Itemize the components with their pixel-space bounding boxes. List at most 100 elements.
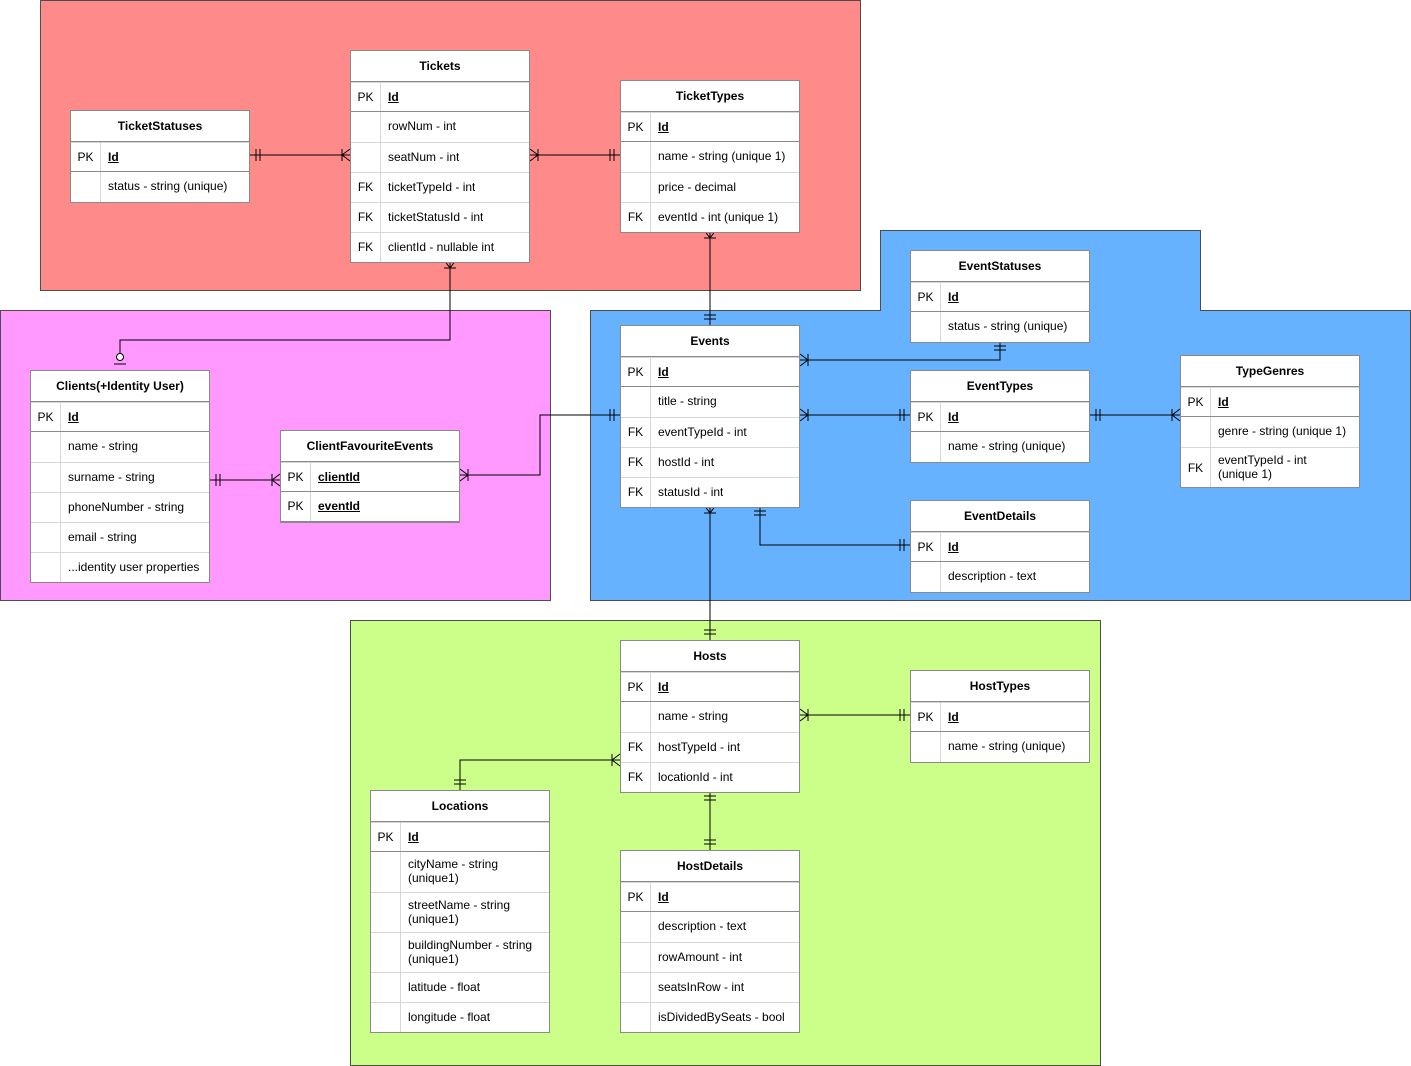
entity-title: HostDetails (621, 851, 799, 882)
entity-title: Events (621, 326, 799, 357)
key-marker (371, 893, 401, 932)
key-marker (31, 463, 61, 492)
field-name-line1: eventTypeId - int (1218, 453, 1307, 467)
field-name: ticketTypeId - int (388, 180, 476, 194)
key-marker (621, 912, 651, 942)
field-row: buildingNumber - string(unique1) (371, 932, 549, 972)
key-marker (31, 523, 61, 552)
field-name-line1: streetName - string (408, 898, 511, 912)
field-row: latitude - float (371, 972, 549, 1002)
field-name: name - string (unique 1) (658, 149, 786, 163)
entity-title: TypeGenres (1181, 356, 1359, 387)
key-marker (911, 432, 941, 462)
key-marker (31, 493, 61, 522)
key-marker: PK (911, 403, 941, 431)
field-row: title - string (621, 387, 799, 417)
field-row: FK eventTypeId - int(unique 1) (1181, 447, 1359, 487)
field-name: Id (948, 410, 959, 424)
field-name: genre - string (unique 1) (1218, 424, 1347, 438)
field-name: hostId - int (658, 455, 715, 469)
field-row: longitude - float (371, 1002, 549, 1032)
field-row: status - string (unique) (911, 312, 1089, 342)
field-name-line1: cityName - string (408, 857, 499, 871)
field-name: buildingNumber - string(unique1) (401, 933, 532, 972)
key-marker (621, 702, 651, 732)
field-row: PK Id (621, 882, 799, 912)
key-marker (1181, 417, 1211, 447)
field-row: ...identity user properties (31, 552, 209, 582)
field-name: description - text (658, 919, 747, 933)
key-marker (31, 553, 61, 582)
entity-title: Clients(+Identity User) (31, 371, 209, 402)
field-name: Id (108, 150, 119, 164)
field-name: isDividedBySeats - bool (658, 1010, 785, 1024)
field-name: Id (948, 540, 959, 554)
key-marker (31, 432, 61, 462)
field-name: Id (948, 710, 959, 724)
entity-title: EventTypes (911, 371, 1089, 402)
key-marker: FK (621, 478, 651, 507)
field-row: seatsInRow - int (621, 972, 799, 1002)
field-name: phoneNumber - string (68, 500, 185, 514)
field-row: email - string (31, 522, 209, 552)
key-marker (621, 1003, 651, 1032)
key-marker: FK (621, 763, 651, 792)
key-marker (371, 973, 401, 1002)
key-marker (371, 1003, 401, 1032)
field-name: hostTypeId - int (658, 740, 741, 754)
key-marker (71, 172, 101, 202)
field-name: seatNum - int (388, 150, 460, 164)
field-name: email - string (68, 530, 137, 544)
field-row: PK Id (911, 702, 1089, 732)
key-marker: PK (911, 703, 941, 731)
field-name: Id (388, 90, 399, 104)
key-marker (371, 933, 401, 972)
field-name: cityName - string(unique1) (401, 852, 498, 892)
field-name: Id (1218, 395, 1229, 409)
field-name: Id (658, 365, 669, 379)
field-name: ...identity user properties (68, 560, 200, 574)
key-marker: FK (621, 203, 651, 232)
key-marker: FK (1181, 448, 1211, 487)
key-marker: PK (371, 823, 401, 851)
entity-title: EventDetails (911, 501, 1089, 532)
key-marker (621, 142, 651, 172)
key-marker: PK (31, 403, 61, 431)
key-marker (621, 973, 651, 1002)
field-name: status - string (unique) (108, 179, 228, 193)
key-marker (911, 312, 941, 342)
field-name-line2: (unique 1) (1218, 467, 1273, 481)
key-marker: FK (351, 173, 381, 202)
field-row: genre - string (unique 1) (1181, 417, 1359, 447)
entity-title: TicketStatuses (71, 111, 249, 142)
field-name: Id (658, 890, 669, 904)
field-row: cityName - string(unique1) (371, 852, 549, 892)
key-marker: PK (71, 143, 101, 171)
key-marker: PK (621, 883, 651, 911)
entity-title: Tickets (351, 51, 529, 82)
field-row: PK Id (71, 142, 249, 172)
link-tickets-clients (119, 260, 451, 353)
key-marker (911, 562, 941, 592)
key-marker: PK (621, 358, 651, 386)
field-name: clientId - nullable int (388, 240, 495, 254)
key-marker: PK (911, 283, 941, 311)
key-marker (371, 852, 401, 892)
